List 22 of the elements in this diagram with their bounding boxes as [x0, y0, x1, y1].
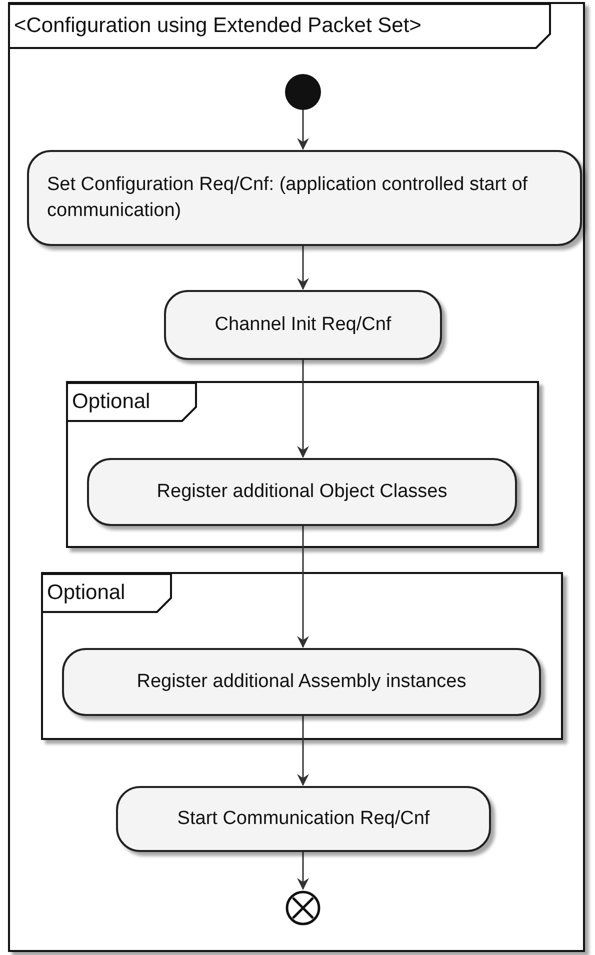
action-label: Register additional Object Classes [156, 480, 448, 504]
frame-title: Optional [47, 581, 126, 605]
frame [66, 381, 539, 548]
action-label: Channel Init Req/Cnf [214, 313, 392, 338]
action-label: Start Communication Req/Cnf [177, 807, 430, 832]
frame-title: Optional [72, 390, 150, 414]
arrow [297, 110, 309, 150]
action-box [62, 648, 541, 716]
arrow [297, 852, 309, 890]
frame-title: <Configuration using Extended Packet Set> [14, 14, 422, 38]
arrow [297, 360, 309, 458]
frame [8, 2, 585, 952]
action-box [87, 458, 517, 526]
arrow [297, 526, 309, 648]
action-label: Register additional Assembly instances [136, 670, 466, 694]
arrow [297, 246, 309, 290]
action-box [27, 150, 582, 246]
arrow [297, 716, 309, 786]
action-label: Set Configuration Req/Cnf: (application controlled start of communication) [47, 173, 529, 223]
frame [41, 572, 563, 740]
action-box [116, 786, 491, 852]
action-box [164, 290, 442, 360]
